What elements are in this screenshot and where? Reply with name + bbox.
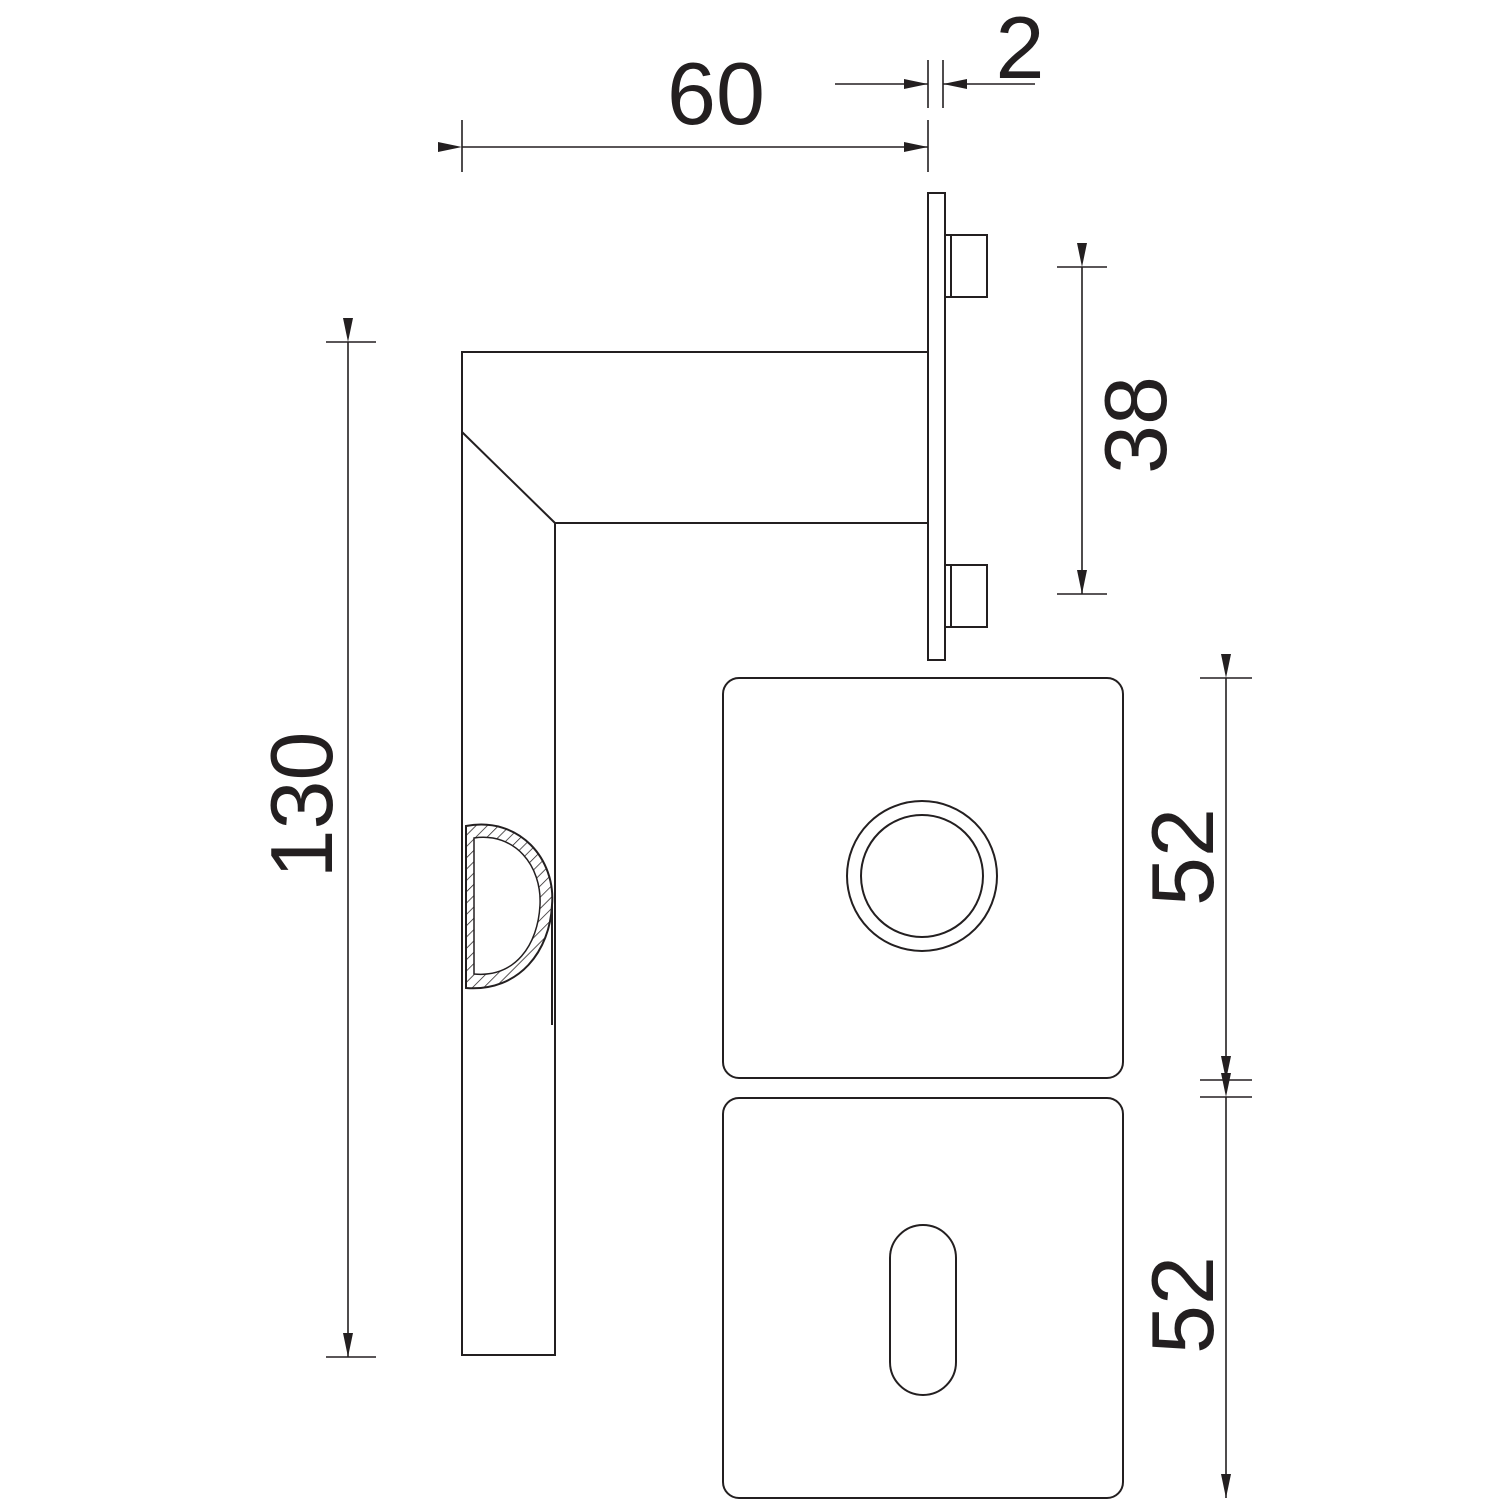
dimension-label-52-rose: 52 xyxy=(1133,808,1232,906)
dimension-label-2: 2 xyxy=(996,0,1045,97)
dimension-2: 2 xyxy=(835,0,1044,108)
keyhole-escutcheon xyxy=(722,1097,1124,1499)
dimension-label-38: 38 xyxy=(1086,376,1185,474)
bolt-bottom xyxy=(944,564,988,628)
dimension-38: 38 xyxy=(1057,243,1185,595)
bolt-top xyxy=(944,234,988,298)
dimension-52-rose: 52 xyxy=(1133,654,1252,1081)
dimension-label-52-escutcheon: 52 xyxy=(1133,1256,1232,1354)
dimension-label-60: 60 xyxy=(667,44,765,143)
dimension-label-130: 130 xyxy=(252,732,351,879)
keyhole-slot xyxy=(889,1224,957,1396)
handle-rose xyxy=(722,677,1124,1079)
dimension-130: 130 xyxy=(252,318,376,1358)
mounting-plate xyxy=(927,192,946,661)
dimension-52-escutcheon: 52 xyxy=(1133,1073,1252,1498)
lever-handle xyxy=(461,351,928,1356)
dimension-60: 60 xyxy=(438,44,929,172)
